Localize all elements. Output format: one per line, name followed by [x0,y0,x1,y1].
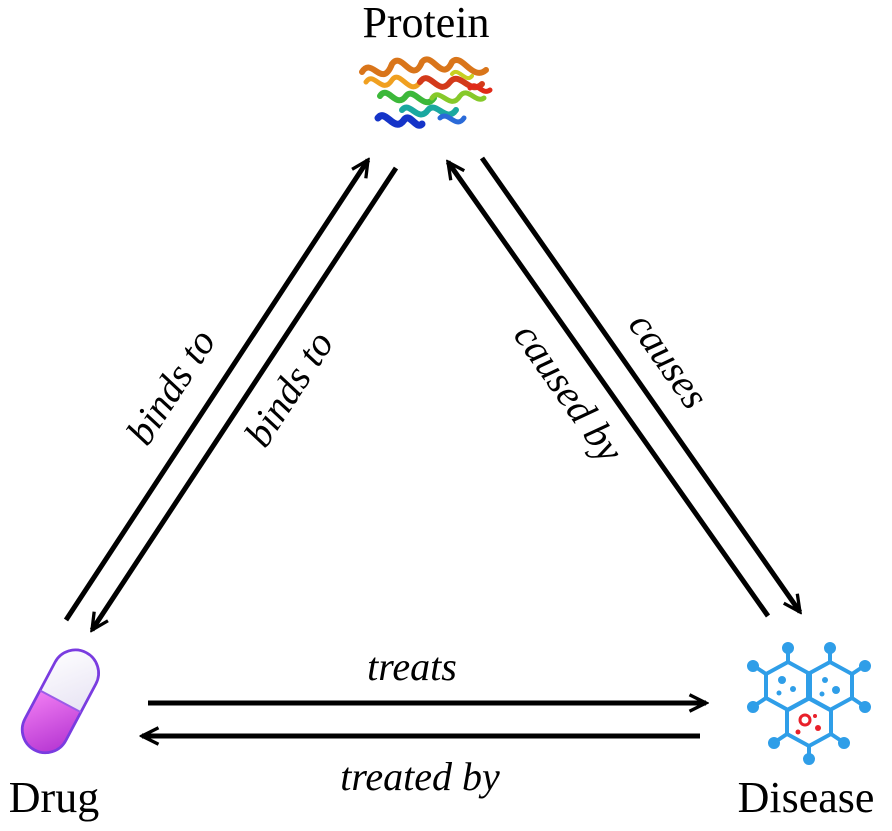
arrow-protein-to-drug [89,166,399,630]
arrow-protein-to-disease [479,156,800,612]
cell-cluster-icon [747,642,871,765]
capsule-icon [20,648,100,755]
arrow-drug-to-protein [63,160,371,622]
edge-label-drug-binds-protein: binds to [117,321,224,453]
protein-label: Protein [362,0,489,47]
protein-ribbon-icon [359,56,493,129]
drug-label: Drug [9,773,99,822]
arrow-disease-to-protein [448,162,771,618]
edge-label-protein-causes-disease: causes [620,304,718,417]
edge-label-drug-treats-disease: treats [367,644,457,689]
disease-label: Disease [738,773,875,822]
edge-label-disease-treated-by-drug: treated by [340,754,500,799]
